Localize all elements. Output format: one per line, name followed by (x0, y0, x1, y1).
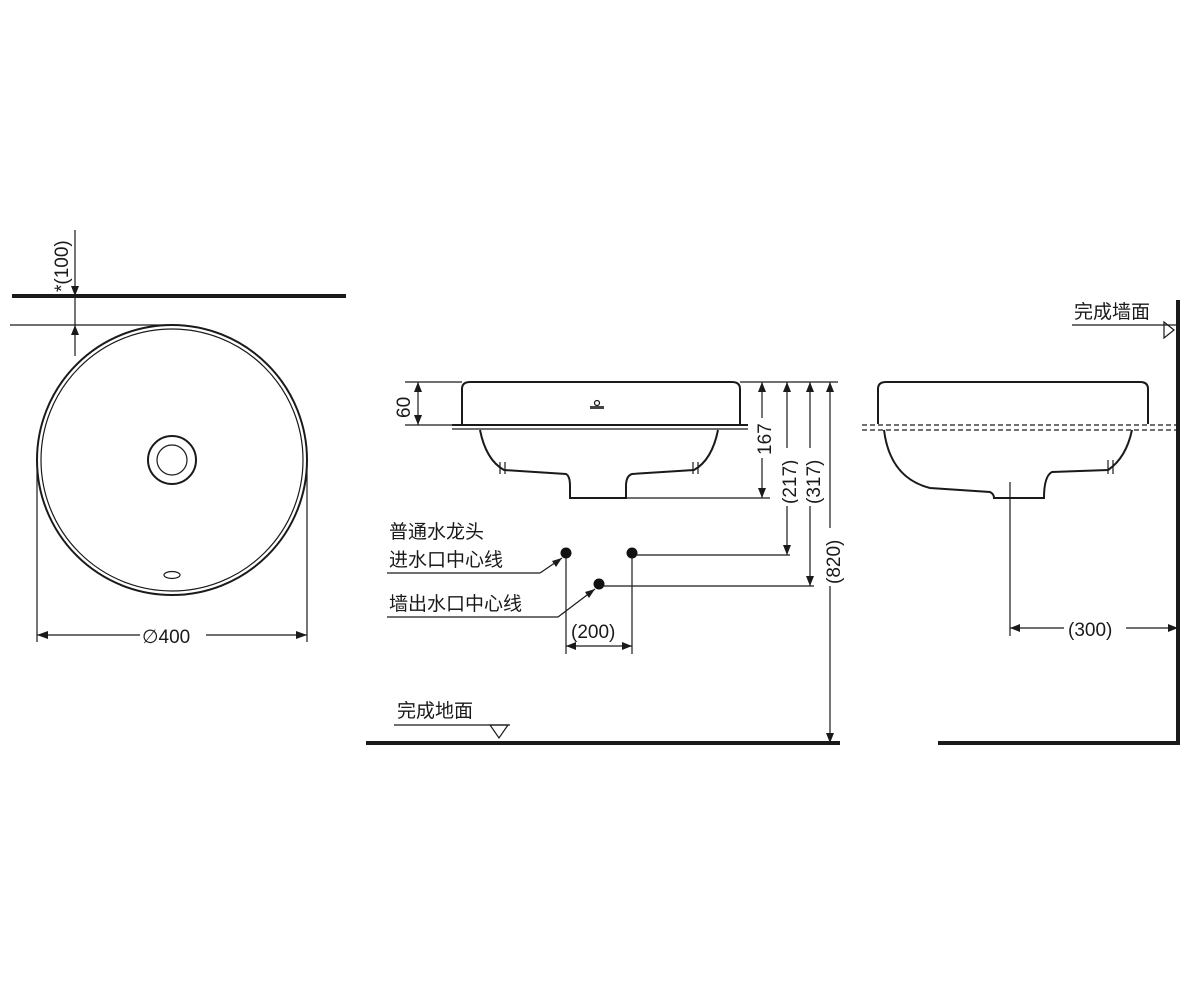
wall-distance-label: (300) (1068, 620, 1112, 641)
outlet-height-label: (317) (804, 460, 825, 504)
end-basin-lower-bowl (883, 429, 1133, 499)
basin-upper-body (461, 381, 741, 424)
diameter-arrow-right (296, 631, 307, 639)
brand-logo (590, 406, 604, 409)
clearance-arrow-up (71, 325, 79, 335)
drain-inner-ring (156, 444, 188, 476)
wall-level-marker (1163, 320, 1175, 340)
rim-height-label: 60 (394, 397, 415, 418)
depth-label: 167 (755, 423, 776, 455)
brand-logo-dot (593, 399, 601, 407)
clearance-arrow-down (71, 286, 79, 296)
overflow-hole (163, 570, 181, 580)
side-view: 60 167 (217) (317) (820) (366, 381, 845, 745)
diameter-label: ∅400 (142, 627, 190, 648)
diameter-arrow-left (37, 631, 48, 639)
end-view: 完成墙面 (300) (862, 300, 1180, 745)
faucet-inlet-center-left (560, 547, 572, 559)
faucet-inlet-center-right (626, 547, 638, 559)
end-basin-upper-body (877, 381, 1149, 424)
floor-level-marker (488, 724, 510, 740)
basin-inner-rim (40, 328, 304, 592)
basin-lower-bowl (479, 429, 719, 499)
wall-outlet-label: 墙出水口中心线 (389, 593, 522, 615)
inlet-height-label: (217) (780, 460, 801, 504)
faucet-inlet-label-line1: 普通水龙头 (389, 521, 484, 543)
wall-outlet-center (593, 578, 605, 590)
drain-outer-ring (147, 435, 197, 485)
clearance-label: *(100) (52, 240, 73, 292)
faucet-inlet-label-line2: 进水口中心线 (389, 549, 503, 571)
install-height-label: (820) (824, 540, 845, 584)
plan-view: *(100) ∅400 (10, 230, 346, 648)
wall-label: 完成墙面 (1074, 301, 1150, 323)
floor-label: 完成地面 (397, 700, 473, 722)
spacing-label: (200) (571, 622, 615, 643)
basin-outer-rim (36, 324, 308, 596)
